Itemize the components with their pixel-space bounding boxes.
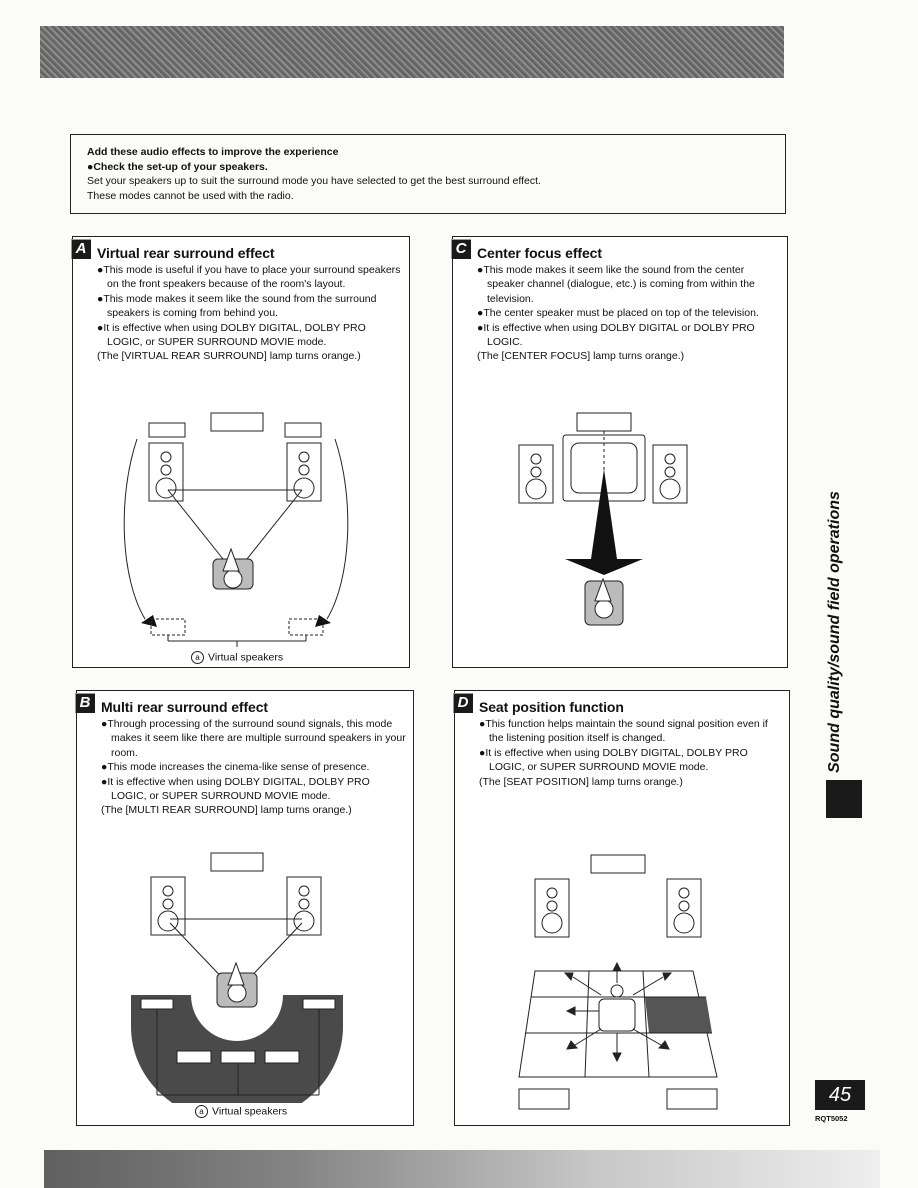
panel-item: ●It is effective when using DOLBY DIGITA… [97,321,366,349]
panel-body: ●This mode is useful if you have to plac… [97,263,403,364]
header-bar [40,26,784,78]
section-side-title: Sound quality/sound field operations [815,487,855,777]
center-focus-diagram [518,412,688,626]
seat-position-diagram [518,854,718,1110]
panel-note: (The [SEAT POSITION] lamp turns orange.) [479,775,683,788]
page-number: 45 [815,1080,865,1110]
intro-box: Add these audio effects to improve the e… [70,134,786,214]
panel-body: ●Through processing of the surround soun… [101,717,407,818]
circled-marker: a [191,651,204,664]
panel-body: ●This function helps maintain the sound … [479,717,785,789]
multi-rear-diagram [131,852,343,1103]
panel-title: Virtual rear surround effect [97,245,275,261]
panel-badge-c: C [451,239,471,259]
intro-bullet: ●Check the set-up of your speakers. [87,160,268,173]
section-marker-block [826,780,862,818]
panel-note: (The [VIRTUAL REAR SURROUND] lamp turns … [97,350,361,363]
panel-item: ●This mode is useful if you have to plac… [97,264,401,291]
panel-item: ●This mode makes it seem like the sound … [97,292,377,320]
panel-badge-d: D [453,693,473,713]
side-title-text: Sound quality/sound field operations [826,491,843,773]
panel-item: ●This mode increases the cinema-like sen… [101,761,370,774]
panel-item: ●Through processing of the surround soun… [101,718,406,759]
circled-marker: a [195,1105,208,1118]
panel-body: ●This mode makes it seem like the sound … [477,263,783,364]
intro-heading: Add these audio effects to improve the e… [87,146,339,158]
virtual-rear-diagram [123,412,349,647]
panel-badge-b: B [75,693,95,713]
panel-title: Seat position function [479,699,624,715]
panel-item: ●This mode makes it seem like the sound … [477,264,755,305]
panel-badge-a: A [71,239,91,259]
panel-item: ●It is effective when using DOLBY DIGITA… [477,321,755,349]
virtual-speakers-label: a Virtual speakers [195,1105,287,1118]
panel-virtual-rear-surround: A Virtual rear surround effect ●This mod… [71,236,410,668]
intro-line-2: These modes cannot be used with the radi… [87,189,294,202]
panel-item: ●It is effective when using DOLBY DIGITA… [479,746,748,774]
panel-seat-position: D Seat position function ●This function … [453,690,790,1126]
virtual-speakers-label: a Virtual speakers [191,651,283,664]
panel-multi-rear-surround: B Multi rear surround effect ●Through pr… [75,690,414,1126]
panel-note: (The [CENTER FOCUS] lamp turns orange.) [477,350,685,363]
panel-item: ●This function helps maintain the sound … [479,718,768,745]
panel-center-focus: C Center focus effect ●This mode makes i… [451,236,788,668]
panel-item: ●It is effective when using DOLBY DIGITA… [101,775,370,803]
panel-item: ●The center speaker must be placed on to… [477,307,759,320]
panel-title: Center focus effect [477,245,602,261]
intro-line-1: Set your speakers up to suit the surroun… [87,175,541,187]
panel-note: (The [MULTI REAR SURROUND] lamp turns or… [101,804,352,817]
document-code: RQT5052 [815,1114,848,1123]
panel-title: Multi rear surround effect [101,699,268,715]
label-text: Virtual speakers [212,1105,288,1118]
footer-bar [44,1150,880,1188]
label-text: Virtual speakers [208,651,284,664]
